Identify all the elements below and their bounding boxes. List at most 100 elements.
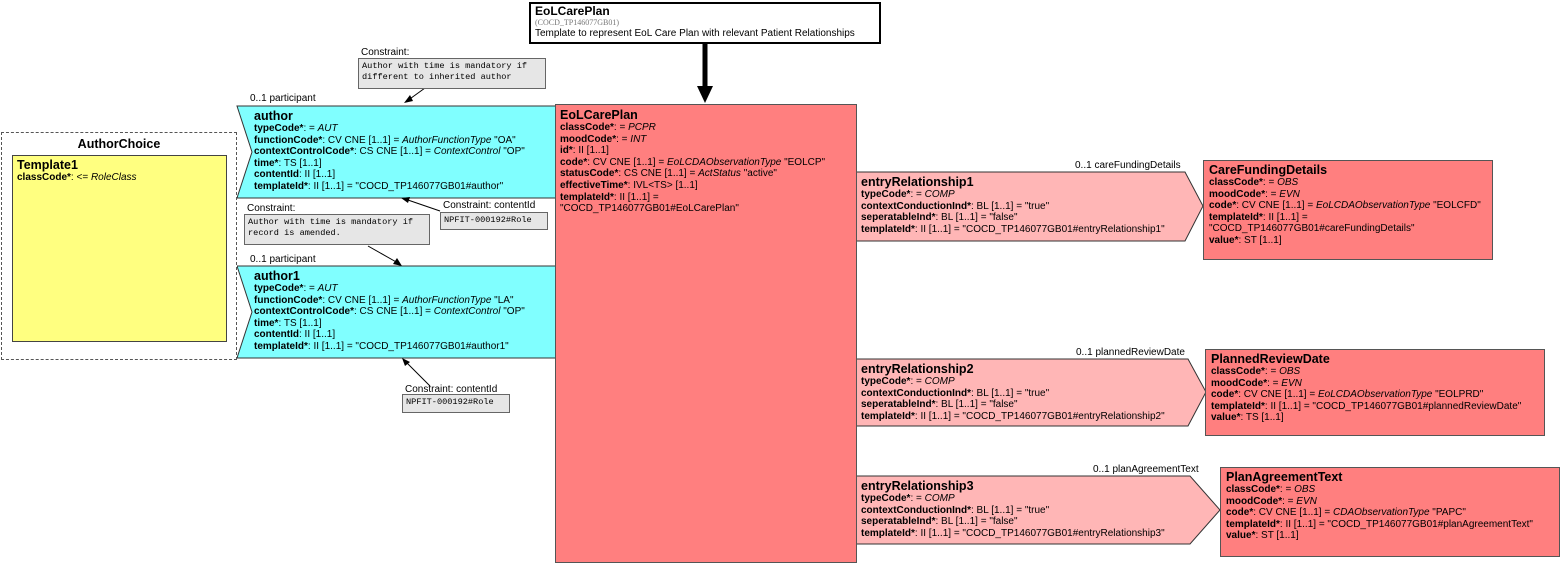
attribute-ital: PCPR <box>628 122 656 133</box>
attribute-ital: AuthorFunctionType <box>402 294 492 306</box>
attribute-rest: : CV CNE [1..1] = <box>1238 389 1318 401</box>
attribute-ital: ContextControl <box>433 146 501 158</box>
attribute-line: templateId*: II [1..1] = "COCD_TP146077G… <box>861 224 1183 236</box>
attribute-ital: ActStatus <box>698 168 741 180</box>
attribute-line: time*: TS [1..1] <box>254 158 551 170</box>
attribute-rest: : CS CNE [1..1] = <box>354 306 434 318</box>
c2-arrow-head <box>393 258 402 266</box>
attribute-ital: AuthorFunctionType <box>402 134 492 146</box>
attribute-rest: : II [1..1] = <box>1262 211 1308 223</box>
author-link-label: 0..1 participant <box>250 93 316 104</box>
attribute-name: code* <box>1209 200 1237 212</box>
attribute-line: functionCode*: CV CNE [1..1] = AuthorFun… <box>254 295 551 307</box>
author1-shape <box>236 265 558 359</box>
constraint3-note: NPFIT-000192#Role <box>440 212 548 230</box>
attribute-rest: : = <box>1265 188 1280 200</box>
attribute-line: templateId*: II [1..1] = <box>1209 212 1487 224</box>
attribute-tail: "PAPC" <box>1429 507 1466 519</box>
attribute-rest: : CV CNE [1..1] = <box>322 294 403 306</box>
attribute-name: templateId* <box>1226 518 1280 530</box>
attribute-line: contextConductionInd*: BL [1..1] = "true… <box>861 201 1183 213</box>
attribute-line: moodCode*: = EVN <box>1209 189 1487 201</box>
c2-connector <box>367 245 399 264</box>
er3-title: entryRelationship3 <box>861 479 974 493</box>
attribute-tail: "EOLCFD" <box>1430 200 1481 212</box>
attribute-ital: AUT <box>317 283 338 294</box>
attribute-tail: "OP" <box>500 306 525 318</box>
attribute-name: value* <box>1209 234 1239 246</box>
attribute-line: contextConductionInd*: BL [1..1] = "true… <box>861 388 1185 400</box>
attribute-name: time* <box>254 157 279 169</box>
attribute-rest: : II [1..1] = "COCD_TP146077GB01#planAgr… <box>1279 518 1533 530</box>
constraint2-line2: record is amended. <box>248 228 341 238</box>
attribute-name: functionCode* <box>254 134 323 146</box>
attribute-name: typeCode* <box>254 123 304 134</box>
attribute-line: value*: ST [1..1] <box>1226 530 1554 542</box>
attribute-name: seperatableInd* <box>861 399 936 411</box>
constraint1-line2: different to inherited author <box>362 72 512 82</box>
attribute-rest: : BL [1..1] = "false" <box>935 399 1018 411</box>
attribute-name: code* <box>560 156 588 168</box>
attribute-tail: "EOLCP" <box>781 156 826 168</box>
attribute-rest: : <= <box>70 172 91 183</box>
attribute-ital: EVN <box>1279 188 1300 200</box>
attribute-ital: EVN <box>1281 377 1302 389</box>
er1-title: entryRelationship1 <box>861 175 974 189</box>
attribute-line: contentId: II [1..1] <box>254 169 551 181</box>
attribute-name: templateId* <box>254 180 308 192</box>
attribute-line: classCode*: = OBS <box>1211 366 1539 378</box>
attribute-rest: : BL [1..1] = "true" <box>971 387 1050 399</box>
attribute-name: templateId* <box>254 340 308 352</box>
attribute-line: templateId*: II [1..1] = "COCD_TP146077G… <box>1226 519 1554 531</box>
attribute-line: contextConductionInd*: BL [1..1] = "true… <box>861 505 1187 517</box>
attribute-rest: "COCD_TP146077GB01#EoLCarePlan" <box>560 203 739 215</box>
attribute-name: templateId* <box>861 223 915 235</box>
attribute-ital: EoLCDAObservationType <box>667 156 782 168</box>
c1-arrow-head <box>404 95 413 103</box>
attribute-rest: : CV CNE [1..1] = <box>1236 200 1316 212</box>
header-oid: (COCD_TP146077GB01) <box>535 18 620 27</box>
attribute-line: templateId*: II [1..1] = "COCD_TP146077G… <box>1211 401 1539 413</box>
attribute-rest: : = <box>616 133 631 145</box>
constraint1-line1: Author with time is mandatory if <box>362 61 528 71</box>
attribute-name: code* <box>1226 507 1254 519</box>
header-title: EoLCarePlan <box>535 4 610 18</box>
attribute-name: contextControlCode* <box>254 306 354 318</box>
attribute-name: contextConductionInd* <box>861 200 971 212</box>
attribute-line: seperatableInd*: BL [1..1] = "false" <box>861 516 1187 528</box>
attribute-ital: EoLCDAObservationType <box>1318 389 1433 401</box>
constraint1-title: Constraint: <box>361 47 410 58</box>
author-title: author <box>254 109 293 123</box>
attribute-rest: : TS [1..1] <box>278 157 322 169</box>
attribute-line: value*: ST [1..1] <box>1209 235 1487 247</box>
attribute-name: classCode* <box>560 122 614 133</box>
attribute-name: classCode* <box>17 172 71 183</box>
constraint1-note: Author with time is mandatory if differe… <box>358 58 546 89</box>
template-header-box: EoLCarePlan (COCD_TP146077GB01) Template… <box>529 2 881 44</box>
attribute-rest: : = <box>910 189 925 200</box>
attribute-name: moodCode* <box>1211 377 1268 389</box>
attribute-line: moodCode*: = EVN <box>1211 378 1539 390</box>
attribute-line: templateId*: II [1..1] = "COCD_TP146077G… <box>254 181 551 193</box>
attribute-name: contextConductionInd* <box>861 387 971 399</box>
attribute-line: classCode*: = OBS <box>1226 484 1554 496</box>
attribute-line: contextControlCode*: CS CNE [1..1] = Con… <box>254 146 551 158</box>
er2-link-label: 0..1 plannedReviewDate <box>1076 347 1185 358</box>
constraint4-line1: NPFIT-000192#Role <box>406 397 494 407</box>
attribute-name: id* <box>560 145 573 157</box>
attribute-line: value*: TS [1..1] <box>1211 412 1539 424</box>
template1-attributes: classCode*: <= RoleClass <box>17 172 222 184</box>
attribute-line: typeCode*: = COMP <box>861 189 1183 201</box>
attribute-name: statusCode* <box>560 168 619 180</box>
attribute-ital: EoLCDAObservationType <box>1316 200 1431 212</box>
attribute-line: classCode*: = OBS <box>1209 177 1487 189</box>
attribute-rest: : = <box>910 493 925 504</box>
attribute-ital: OBS <box>1277 177 1299 188</box>
agree-title: PlanAgreementText <box>1226 470 1343 484</box>
attribute-line: code*: CV CNE [1..1] = EoLCDAObservation… <box>1209 200 1487 212</box>
